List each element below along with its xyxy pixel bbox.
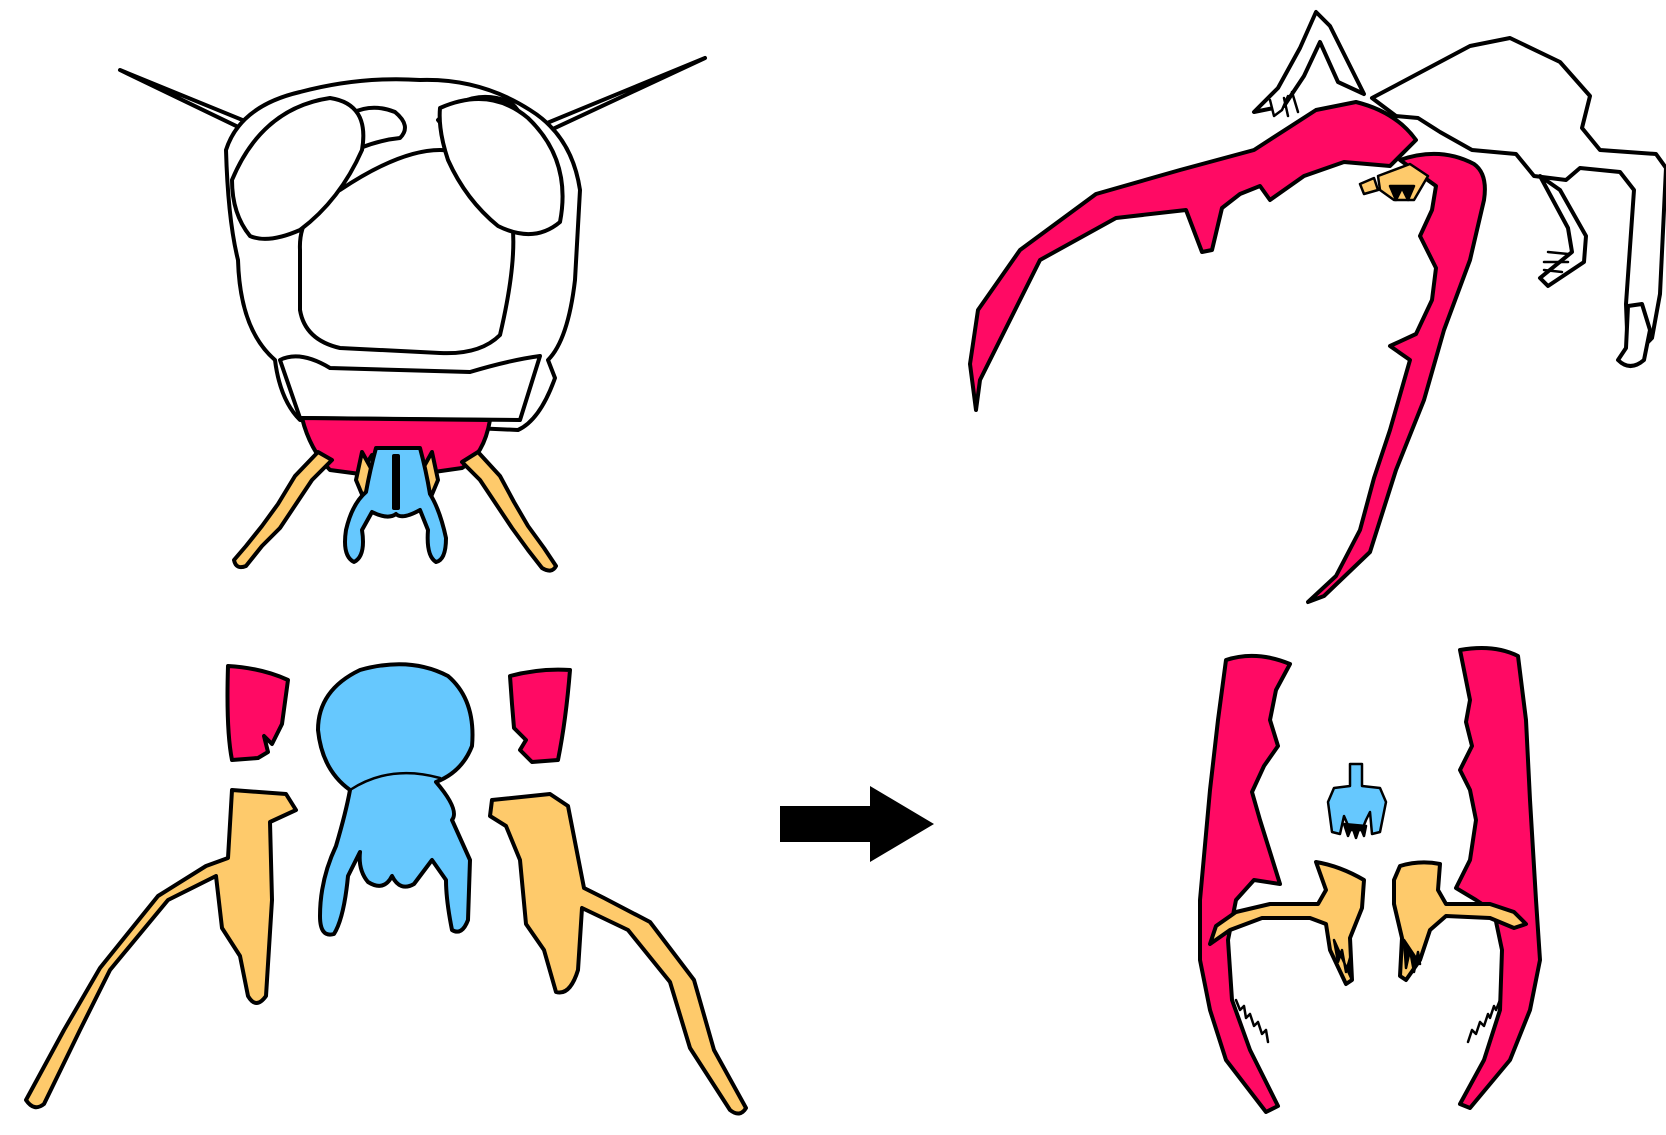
labium-separated bbox=[318, 664, 473, 934]
stag-beetle-lateral bbox=[970, 12, 1666, 602]
beetle-hindleg bbox=[1618, 304, 1650, 366]
maxilla-right-separated bbox=[490, 794, 746, 1114]
beetle-mandible-lower bbox=[1308, 154, 1485, 602]
beetle-mandible-upper bbox=[970, 102, 1416, 410]
labium-slit bbox=[394, 456, 398, 508]
mandible-left-separated bbox=[228, 666, 289, 760]
maxillary-palp-left bbox=[234, 452, 332, 567]
beetle-labium-brush bbox=[1344, 824, 1366, 838]
grasshopper-mouthparts-separated bbox=[26, 664, 746, 1113]
maxillary-palp-right bbox=[462, 452, 556, 571]
beetle-palp-mini bbox=[1360, 178, 1378, 194]
arrow-right-icon bbox=[780, 786, 934, 862]
beetle-mandible-left-separated bbox=[1200, 656, 1290, 1112]
mandible-right-separated bbox=[510, 670, 570, 762]
beetle-labium-separated bbox=[1328, 764, 1386, 834]
beetle-foreleg bbox=[1254, 12, 1364, 112]
grasshopper-head-front bbox=[120, 58, 705, 571]
stag-beetle-mouthparts-separated bbox=[1200, 648, 1540, 1112]
maxilla-left-separated bbox=[26, 790, 296, 1107]
